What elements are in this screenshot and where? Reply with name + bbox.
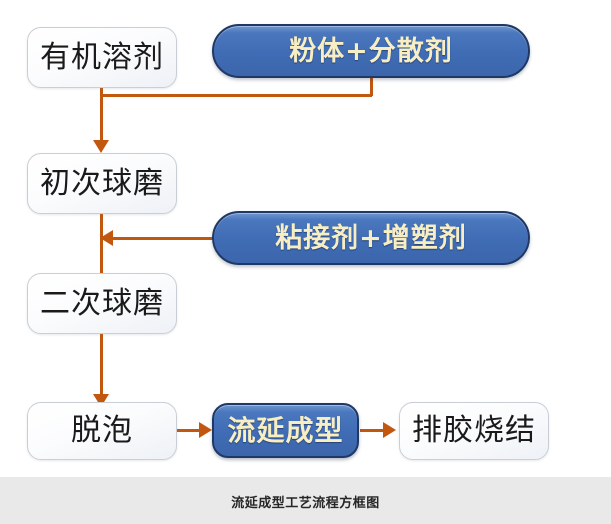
node-powder-dispersant[interactable]: 粉体+分散剂 [212, 24, 530, 78]
node-defoaming[interactable]: 脱泡 [27, 402, 177, 460]
connector-binder-left [110, 237, 215, 240]
connector-tape-cast-to-sinter [360, 429, 388, 432]
arrowhead-to-first-mill [93, 140, 109, 153]
connector-powder-down [370, 76, 373, 96]
connector-defoam-to-tape-cast [177, 429, 205, 432]
caption-band: 流延成型工艺流程方框图 [0, 477, 611, 524]
node-first-milling[interactable]: 初次球磨 [27, 153, 177, 214]
node-solvent[interactable]: 有机溶剂 [27, 27, 177, 88]
node-powder-dispersant-label: 粉体+分散剂 [289, 35, 453, 67]
connector-junction-horizontal [100, 94, 372, 97]
connector-solvent-down [100, 87, 103, 97]
node-debinding-sintering[interactable]: 排胶烧结 [399, 402, 549, 460]
connector-second-mill-to-defoam [100, 333, 103, 401]
arrowhead-to-sinter [383, 422, 396, 438]
node-tape-casting-label: 流延成型 [227, 413, 344, 447]
node-first-milling-label: 初次球磨 [40, 165, 164, 201]
arrowhead-to-tape-cast [199, 422, 212, 438]
node-tape-casting[interactable]: 流延成型 [212, 403, 359, 458]
node-binder-plasticizer[interactable]: 粘接剂+增塑剂 [212, 211, 530, 265]
node-debinding-sintering-label: 排胶烧结 [412, 413, 536, 448]
connector-first-mill-to-second-mill [100, 213, 103, 281]
node-binder-plasticizer-label: 粘接剂+增塑剂 [275, 222, 467, 254]
node-second-milling-label: 二次球磨 [40, 285, 164, 321]
diagram-caption: 流延成型工艺流程方框图 [231, 496, 380, 511]
node-solvent-label: 有机溶剂 [40, 39, 164, 75]
connector-to-first-mill [100, 94, 103, 142]
node-second-milling[interactable]: 二次球磨 [27, 273, 177, 334]
arrowhead-binder-into-mill-line [100, 230, 113, 246]
node-defoaming-label: 脱泡 [71, 413, 133, 448]
